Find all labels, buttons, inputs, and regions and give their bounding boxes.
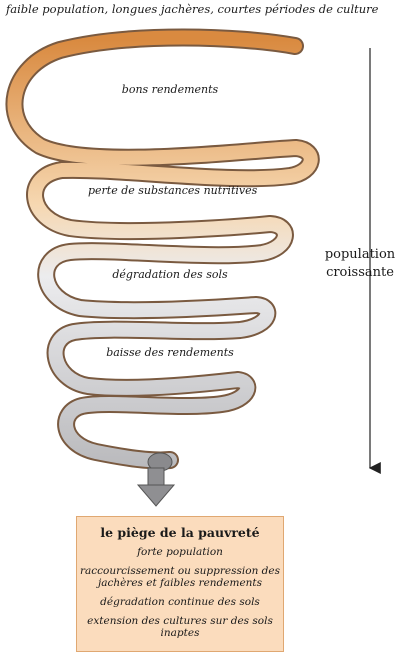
trap-item: dégradation continue des sols bbox=[100, 596, 260, 608]
trap-item: raccourcissement ou suppression des jach… bbox=[80, 565, 280, 589]
stage-label-baisse-rendements: baisse des rendements bbox=[106, 346, 234, 359]
spiral-band bbox=[5, 28, 320, 472]
trap-item: extension des cultures sur des sols inap… bbox=[87, 615, 273, 639]
trap-title: le piège de la pauvreté bbox=[100, 525, 260, 540]
top-caption: faible population, longues jachères, cou… bbox=[6, 2, 379, 16]
side-label-line2: croissante bbox=[326, 265, 394, 280]
trap-item: forte population bbox=[137, 546, 223, 558]
stage-label-degradation: dégradation des sols bbox=[112, 268, 228, 281]
down-arrow-icon bbox=[136, 467, 176, 507]
side-label: population croissante bbox=[310, 246, 410, 282]
stage-label-perte-substances: perte de substances nutritives bbox=[88, 184, 258, 197]
side-label-line1: population bbox=[324, 247, 396, 262]
poverty-trap-box: le piège de la pauvreté forte population… bbox=[76, 516, 284, 652]
stage-label-bons-rendements: bons rendements bbox=[121, 83, 219, 96]
